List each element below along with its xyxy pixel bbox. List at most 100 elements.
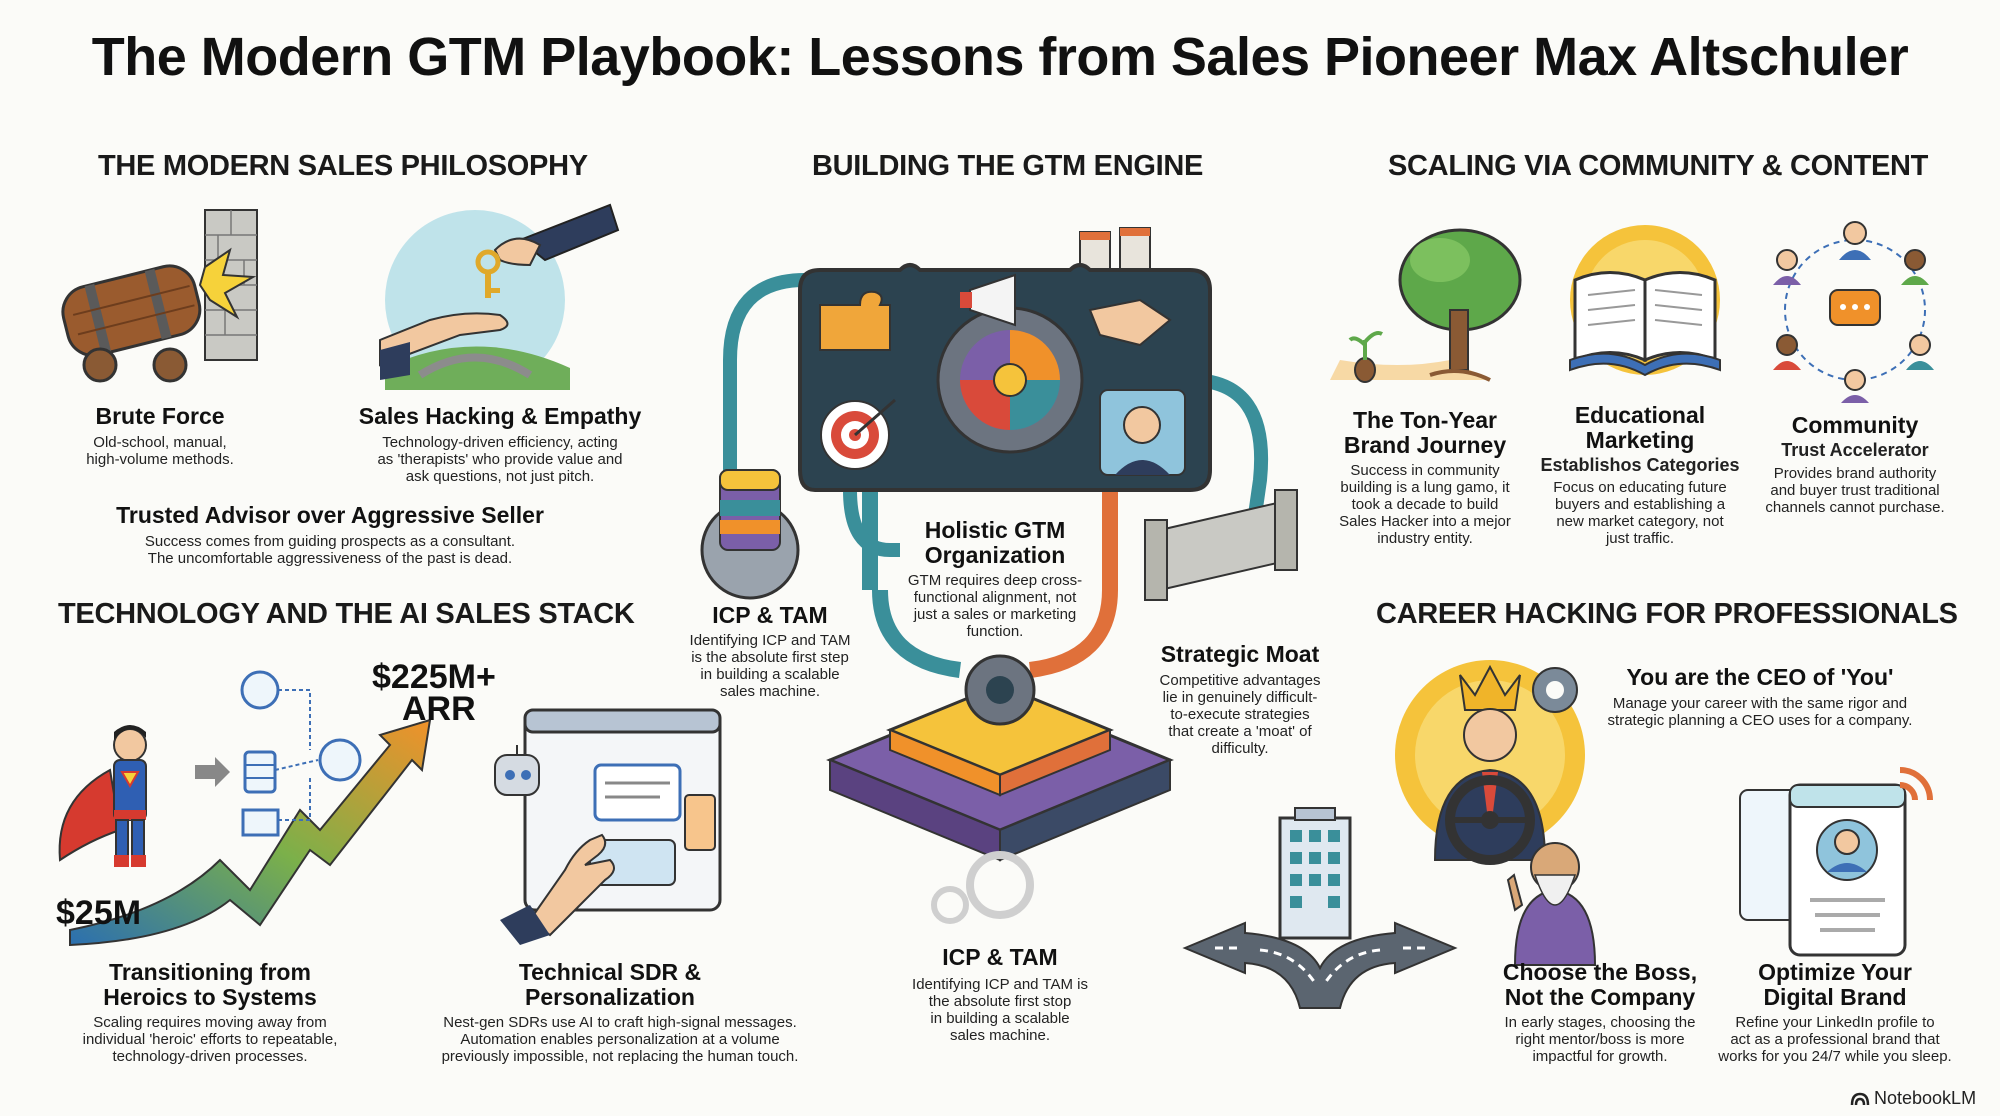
community-text-3: channels cannot purchase. — [1765, 499, 1945, 516]
sdr-text-2: Automation enables personalization at a … — [460, 1031, 780, 1048]
educational-title-1: Educational — [1574, 402, 1706, 428]
notebooklm-logo: NotebookLM — [1850, 1088, 1976, 1109]
ceo-title: You are the CEO of 'You' — [1626, 664, 1894, 690]
holistic-text-3: just a sales or marketing — [913, 606, 1077, 623]
brand-journey-text-4: Sales Hacker into a mejor — [1339, 513, 1511, 530]
section-title-career: CAREER HACKING FOR PROFESSIONALS — [1376, 598, 1958, 630]
sdr-text-1: Nest-gen SDRs use AI to craft high-signa… — [443, 1014, 797, 1031]
educational-text-1: Focus on educating future — [1553, 479, 1727, 496]
icp-text-3: in building a scalable — [700, 666, 840, 683]
handshake-key-icon — [379, 203, 620, 390]
moat-text-2: lie in genuinely difficult- — [1162, 689, 1318, 706]
ceo-text-2: strategic planning a CEO uses for a comp… — [1607, 712, 1913, 729]
educational-text-2: buyers and establishing a — [1554, 496, 1726, 513]
icp-text-4: sales machine. — [719, 683, 821, 700]
brand-journey-text-1: Success in community — [1350, 462, 1500, 479]
notebooklm-label: NotebookLM — [1874, 1088, 1977, 1108]
moat-title: Strategic Moat — [1160, 641, 1320, 667]
sdr-title-1: Technical SDR & — [518, 959, 702, 985]
section-title-philosophy: THE MODERN SALES PHILOSOPHY — [98, 150, 588, 182]
icp-text-1: Identifying ICP and TAM — [689, 632, 851, 649]
heroics-text-3: technology-driven processes. — [112, 1048, 308, 1065]
moat-text-5: difficulty. — [1211, 740, 1269, 757]
digital-brand-title-1: Optimize Your — [1758, 959, 1912, 985]
brand-journey-title-2: Brand Journey — [1343, 432, 1507, 458]
brute-force-text-1: Old-school, manual, — [93, 434, 227, 451]
moat-text-1: Competitive advantages — [1159, 672, 1321, 689]
community-title: Community — [1791, 412, 1919, 438]
sales-hacking-title: Sales Hacking & Empathy — [358, 403, 642, 429]
sales-hacking-text-2: as 'therapists' who provide value and — [377, 451, 623, 468]
brand-journey-text-3: took a decade to build — [1351, 496, 1499, 513]
holistic-title-2: Organization — [924, 542, 1066, 568]
target-icon — [820, 398, 896, 470]
database-icon — [700, 469, 800, 600]
community-subtitle: Trust Accelerator — [1781, 440, 1929, 460]
educational-text-4: just traffic. — [1605, 530, 1675, 547]
educational-title-2: Marketing — [1585, 427, 1695, 453]
ceo-text-1: Manage your career with the same rigor a… — [1612, 695, 1908, 712]
holistic-text-1: GTM requires deep cross- — [907, 572, 1083, 589]
gear-icon — [318, 738, 362, 782]
boss-text-3: impactful for growth. — [1532, 1048, 1668, 1065]
page-title: The Modern GTM Playbook: Lessons from Sa… — [91, 27, 1909, 87]
tree-icon — [1330, 228, 1522, 383]
community-text-2: and buyer trust traditional — [1770, 482, 1940, 499]
holistic-title-1: Holistic GTM — [924, 517, 1066, 543]
sales-hacking-text-1: Technology-driven efficiency, acting — [382, 434, 618, 451]
brand-journey-text-5: industry entity. — [1377, 530, 1473, 547]
heroics-text-2: individual 'heroic' efforts to repeatabl… — [82, 1031, 338, 1048]
section-title-tech: TECHNOLOGY AND THE AI SALES STACK — [58, 598, 635, 630]
icp2-text-3: in building a scalable — [930, 1010, 1070, 1027]
boss-text-2: right mentor/boss is more — [1515, 1031, 1685, 1048]
puzzle-icon — [819, 290, 891, 351]
sdr-title-2: Personalization — [525, 984, 695, 1010]
digital-brand-text-3: works for you 24/7 while you sleep. — [1718, 1048, 1952, 1065]
icp2-text-2: the absolute first stop — [928, 993, 1072, 1010]
mentor-icon — [1506, 842, 1597, 966]
profile-card-icon — [1739, 767, 1933, 957]
brand-journey-text-2: building is a lung gamo, it — [1340, 479, 1510, 496]
database-icon — [243, 750, 277, 794]
icp-title: ICP & TAM — [712, 602, 828, 628]
educational-subtitle: Establishos Categories — [1540, 455, 1740, 475]
wall-icon — [1144, 489, 1298, 601]
section-title-community: SCALING VIA COMMUNITY & CONTENT — [1388, 150, 1929, 182]
trusted-advisor-text-2: The uncomfortable aggressiveness of the … — [147, 550, 513, 567]
icp2-text-4: sales machine. — [949, 1027, 1051, 1044]
icp2-title: ICP & TAM — [942, 944, 1058, 970]
ceo-illustration — [1395, 660, 1585, 865]
boss-text-1: In early stages, choosing the — [1504, 1014, 1696, 1031]
brute-force-title: Brute Force — [95, 403, 225, 429]
arr-top-2: ARR — [402, 690, 476, 728]
robot-icon — [494, 745, 540, 796]
gear-icon — [1532, 667, 1578, 713]
screen-icon — [494, 708, 722, 945]
sdr-text-3: previously impossible, not replacing the… — [441, 1048, 799, 1065]
boss-title-1: Choose the Boss, — [1502, 959, 1698, 985]
heroics-title-2: Heroics to Systems — [103, 984, 317, 1010]
cannon-icon — [61, 209, 258, 383]
gtm-engine-illustration — [700, 227, 1298, 924]
notebook-logo-icon — [1850, 1092, 1870, 1105]
crown-icon — [1459, 664, 1521, 711]
building-icon — [1278, 807, 1352, 940]
bridge-icon — [417, 353, 533, 379]
section-title-engine: BUILDING THE GTM ENGINE — [812, 150, 1204, 182]
steering-wheel-icon — [1445, 775, 1535, 865]
sales-hacking-text-3: ask questions, not just pitch. — [405, 468, 595, 485]
road-building-illustration — [1182, 807, 1458, 1009]
digital-brand-title-2: Digital Brand — [1763, 984, 1907, 1010]
icp-text-2: is the absolute first step — [691, 649, 849, 666]
arr-bottom: $25M — [56, 894, 142, 932]
moat-text-4: that create a 'moat' of — [1168, 723, 1312, 740]
trusted-advisor-title: Trusted Advisor over Aggressive Seller — [116, 502, 544, 528]
moat-text-3: to-execute strategies — [1170, 706, 1310, 723]
holistic-text-2: functional alignment, not — [913, 589, 1077, 606]
community-text-1: Provides brand authority — [1773, 465, 1937, 482]
boss-title-2: Not the Company — [1504, 984, 1696, 1010]
growth-arrow-icon — [58, 670, 432, 947]
heroics-title-1: Transitioning from — [109, 959, 311, 985]
superhero-icon — [58, 725, 147, 867]
book-icon — [1569, 225, 1721, 377]
